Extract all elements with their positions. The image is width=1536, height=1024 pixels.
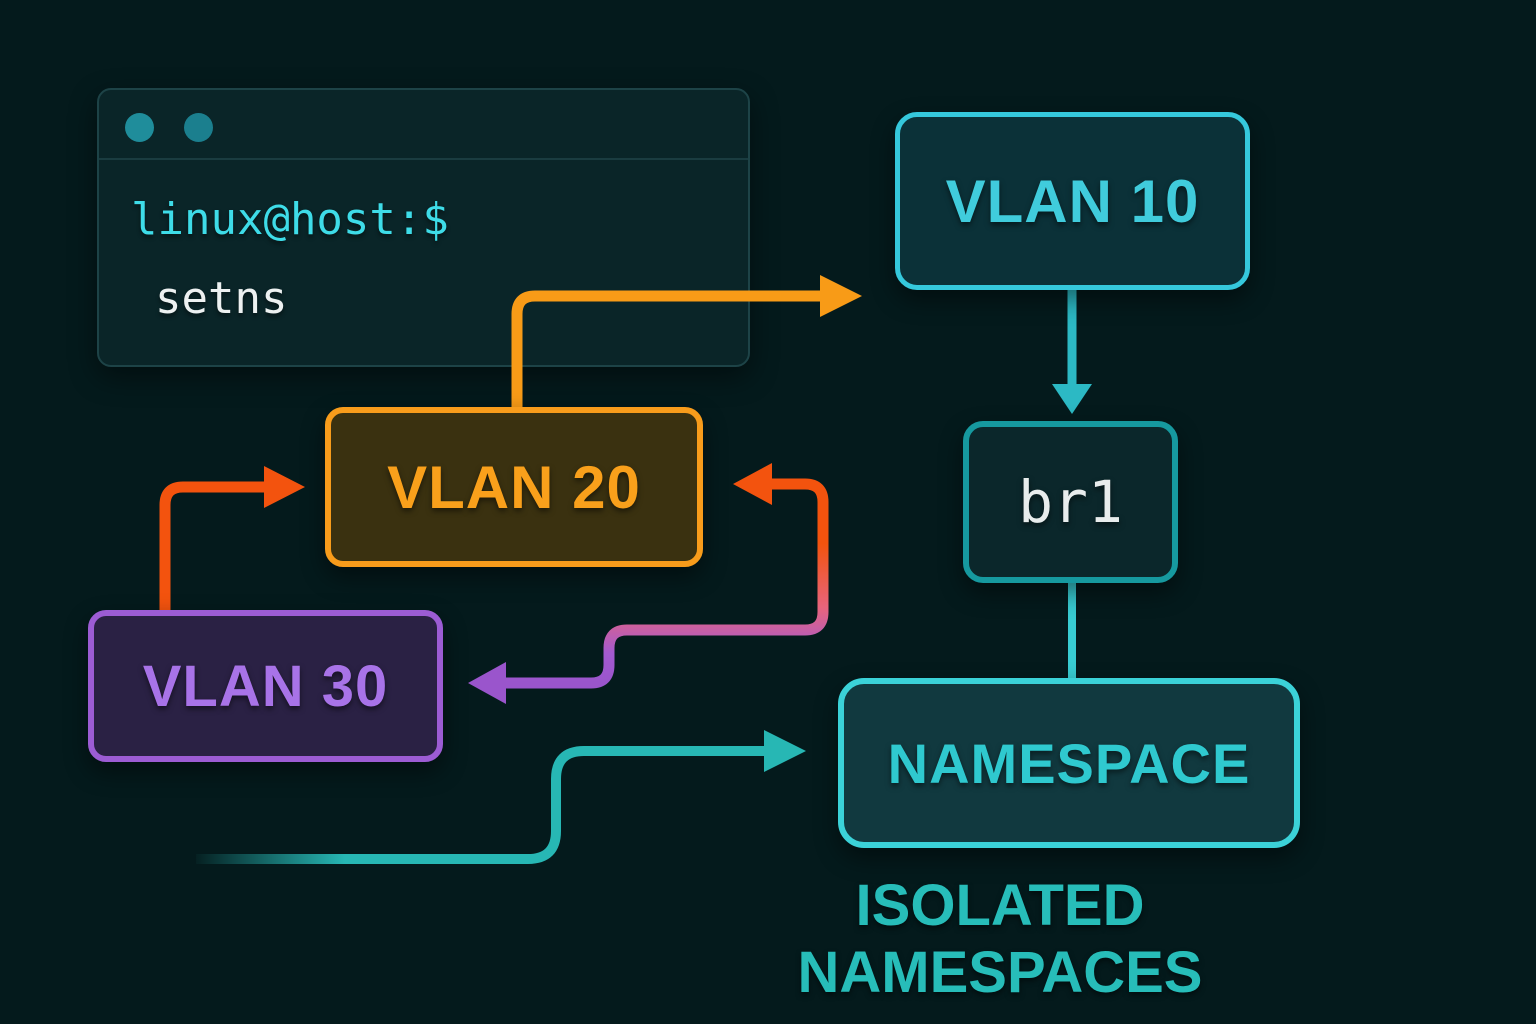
node-vlan10: VLAN 10 <box>895 112 1250 290</box>
node-label: NAMESPACE <box>887 731 1251 795</box>
window-dot-icon <box>184 113 213 142</box>
arrowhead-right-icon <box>764 730 806 772</box>
arrow-vlan30-to-vlan20 <box>159 466 305 614</box>
node-br1: br1 <box>963 421 1178 583</box>
terminal-titlebar <box>99 90 748 160</box>
arrow-vlan10-to-br1 <box>1052 286 1092 414</box>
arrow-gradient-vlan20-vlan30 <box>468 463 829 704</box>
node-vlan30: VLAN 30 <box>88 610 443 762</box>
arrowhead-left-icon <box>468 662 506 704</box>
node-label: VLAN 10 <box>945 167 1200 235</box>
node-vlan20: VLAN 20 <box>325 407 703 567</box>
node-namespace: NAMESPACE <box>838 678 1300 848</box>
node-label: br1 <box>1018 468 1123 536</box>
arrowhead-right-icon <box>820 275 862 317</box>
arrowhead-left-icon <box>733 463 772 505</box>
terminal-command: setns <box>155 273 288 324</box>
arrowhead-right-icon <box>264 466 305 508</box>
window-dot-icon <box>125 113 154 142</box>
arrow-vlan20-to-vlan10 <box>511 275 862 412</box>
arrowhead-down-icon <box>1052 384 1092 414</box>
caption-isolated-namespaces: ISOLATED NAMESPACES <box>797 873 1203 1005</box>
arrow-to-namespace <box>196 730 806 864</box>
terminal-window: linux@host:$ setns <box>97 88 750 367</box>
node-label: VLAN 30 <box>142 653 389 719</box>
terminal-prompt: linux@host:$ <box>131 194 449 245</box>
node-label: VLAN 20 <box>387 453 641 521</box>
